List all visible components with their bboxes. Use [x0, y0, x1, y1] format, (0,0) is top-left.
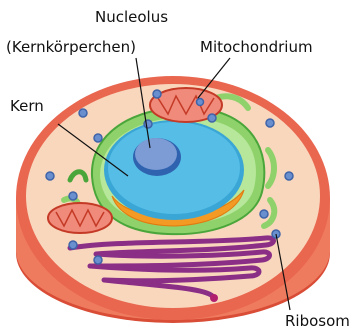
ribosome [197, 99, 204, 106]
ribosome [94, 256, 102, 264]
nucleolus-german-label: (Kernkörperchen) [6, 38, 136, 56]
ribosome [153, 90, 161, 98]
ribosome [46, 172, 54, 180]
ribosome [69, 241, 77, 249]
ribosome [79, 109, 87, 117]
ribosome [266, 119, 274, 127]
ribosome [210, 294, 218, 302]
ribosome [285, 172, 293, 180]
ribosome [260, 210, 268, 218]
nucleolus-label: Nucleolus [95, 8, 168, 26]
ribosom-label: Ribosom [285, 312, 350, 330]
mitochondrium-label: Mitochondrium [200, 38, 313, 56]
ribosome [94, 134, 102, 142]
kern-label: Kern [10, 97, 44, 115]
mitochondrion-left [48, 203, 112, 233]
nucleolus [133, 138, 181, 176]
ribosome [208, 114, 216, 122]
ribosome [69, 192, 77, 200]
ribosome [144, 120, 152, 128]
